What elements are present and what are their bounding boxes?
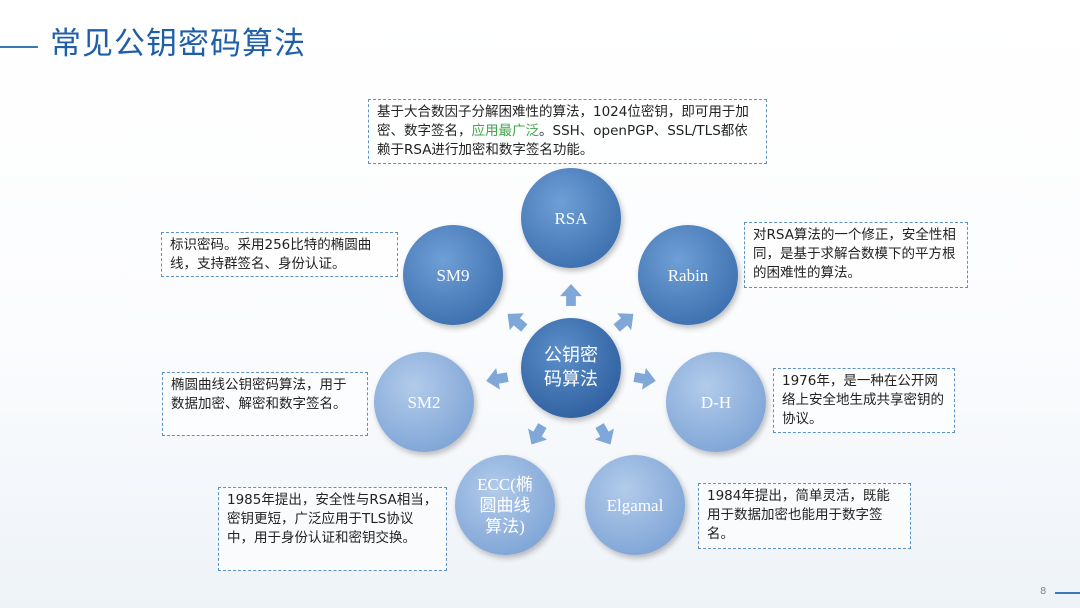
node-label: SM2 [407,392,441,412]
node-label: RSA [554,208,588,228]
sm2-description: 椭圆曲线公钥密码算法，用于数据加密、解密和数字签名。 [162,372,368,436]
page-title: 常见公钥密码算法 [50,26,306,62]
arrow-upright-icon [610,306,641,337]
node-label: 算法) [485,516,525,536]
node-elgamal: Elgamal [585,455,685,555]
center-label: 公钥密 [544,345,598,366]
elgamal-description: 1984年提出，简单灵活，既能用于数据加密也能用于数字签名。 [698,483,911,549]
dh-description: 1976年，是一种在公开网络上安全地生成共享密钥的协议。 [773,368,955,433]
node-label: Elgamal [606,495,664,515]
rsa-desc-highlight: 应用最广泛 [471,123,540,139]
node-dh: D-H [666,352,766,452]
node-label: SM9 [436,265,470,285]
arrow-downleft-icon [522,420,552,450]
node-sm2: SM2 [374,352,474,452]
node-rsa: RSA [521,168,621,268]
arrow-left-icon [484,366,509,391]
node-sm9: SM9 [403,225,503,325]
rsa-description: 基于大合数因子分解困难性的算法，1024位密钥，即可用于加密、数字签名，应用最广… [368,99,767,164]
arrow-up-icon [560,284,582,306]
node-ecc: ECC(椭圆曲线算法) [455,455,555,555]
arrow-downright-icon [590,420,620,450]
node-rabin: Rabin [638,225,738,325]
rsa-desc-text-2: 。SSH、openPGP、SSL/TLS都依赖于RSA进行加密和数字签名功能。 [377,123,748,158]
footer-line [1055,592,1080,594]
title-accent-line [0,46,38,48]
sm9-description: 标识密码。采用256比特的椭圆曲线，支持群签名、身份认证。 [161,232,398,277]
node-label: ECC(椭 [477,474,533,494]
arrow-right-icon [632,366,657,391]
node-label: D-H [700,392,732,412]
node-label: Rabin [667,265,709,285]
rabin-description: 对RSA算法的一个修正，安全性相同，是基于求解合数模下的平方根的困难性的算法。 [744,222,968,288]
arrow-upleft-icon [501,306,532,337]
page-number: 8 [1040,586,1047,597]
rsa-desc-text: 基于大合数因子分解困难性的算法，1024位密钥，即可用于加密、数字签名， [377,104,749,139]
ecc-description: 1985年提出，安全性与RSA相当，密钥更短，广泛应用于TLS协议中，用于身份认… [218,487,447,571]
node-label: 圆曲线 [479,495,531,515]
node-center: 公钥密码算法 [521,318,621,418]
center-label: 码算法 [544,369,598,390]
